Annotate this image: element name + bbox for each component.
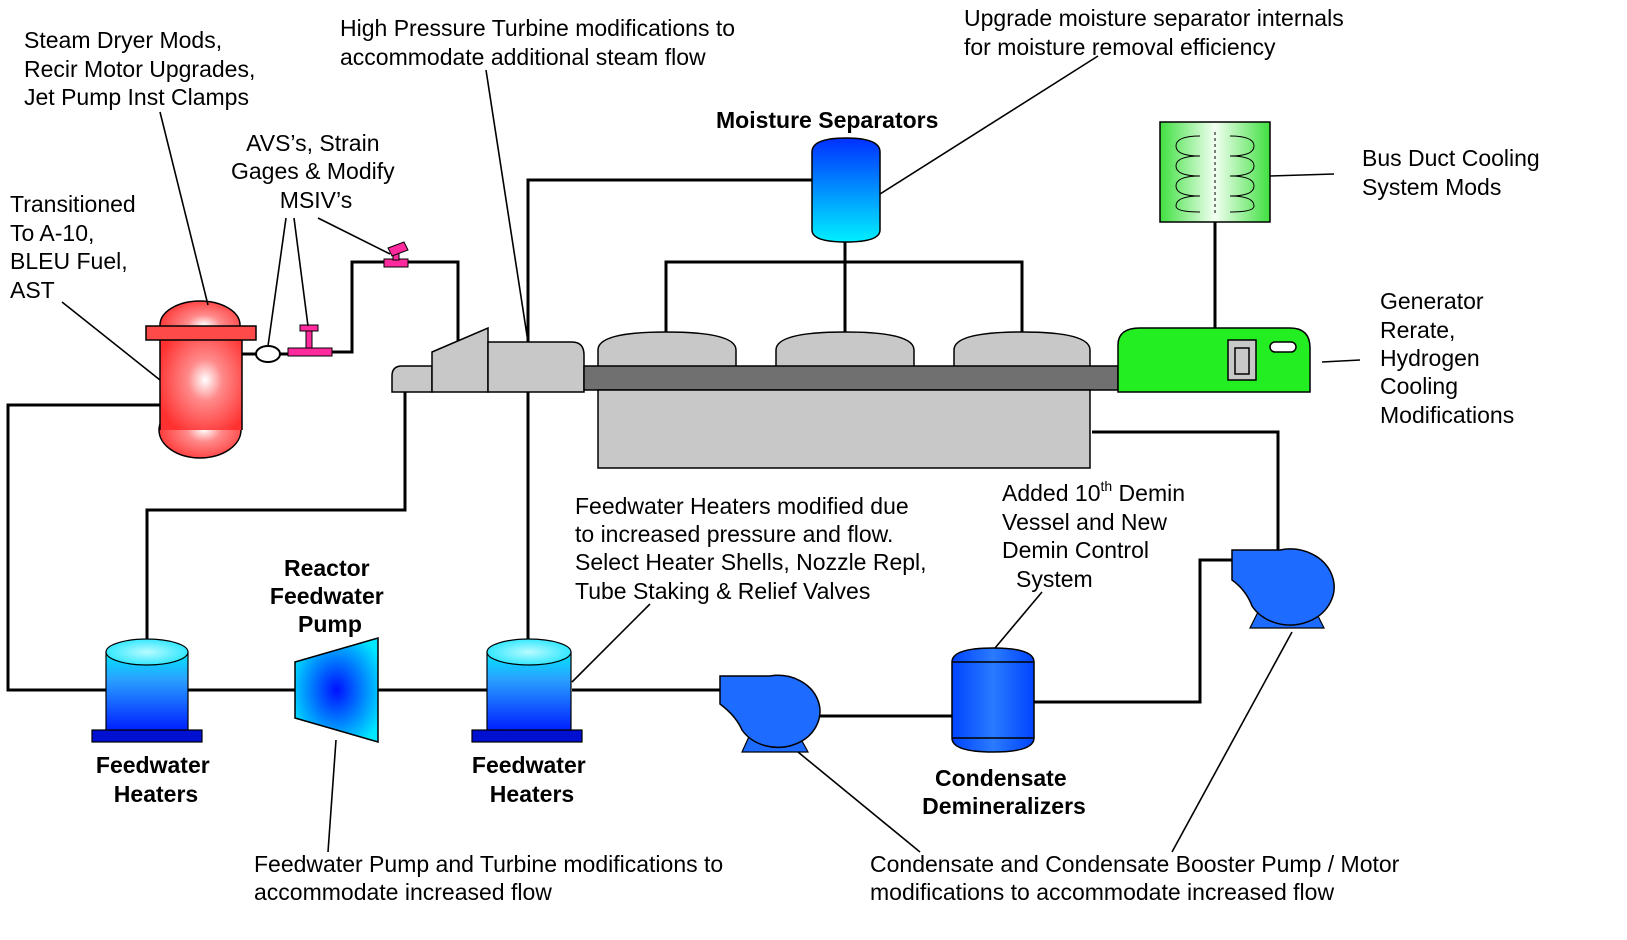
avs-ring-icon bbox=[255, 345, 281, 363]
generator-label: Generator Rerate, Hydrogen Cooling Modif… bbox=[1380, 288, 1514, 428]
hp-turbine-label: High Pressure Turbine modifications to a… bbox=[340, 15, 741, 70]
fw-heaters-note: Feedwater Heaters modified due to increa… bbox=[575, 493, 933, 604]
bus-duct-label: Bus Duct Cooling System Mods bbox=[1362, 145, 1546, 200]
turbine-shaft bbox=[583, 365, 1119, 391]
feedwater-heater-mid bbox=[471, 638, 583, 743]
condensate-demineralizer bbox=[951, 647, 1035, 753]
reactor-fw-pump-label: Reactor Feedwater Pump bbox=[270, 555, 390, 637]
reactor-vessel bbox=[145, 300, 257, 459]
fw-pump-note: Feedwater Pump and Turbine modifications… bbox=[254, 851, 730, 905]
condenser bbox=[597, 389, 1091, 469]
transitioned-label: Transitioned To A-10, BLEU Fuel, AST bbox=[10, 191, 142, 303]
fw-heaters-mid-label: Feedwater Heaters bbox=[472, 752, 592, 807]
msiv-valve-2-icon bbox=[383, 241, 409, 268]
fw-heaters-left-label: Feedwater Heaters bbox=[96, 752, 216, 807]
moisture-separator-vessel bbox=[811, 137, 881, 243]
steam-dryer-label: Steam Dryer Mods, Recir Motor Upgrades, … bbox=[24, 27, 262, 110]
condensate-pump-note: Condensate and Condensate Booster Pump /… bbox=[870, 851, 1406, 905]
feedwater-heater-left bbox=[91, 638, 203, 743]
generator bbox=[1117, 327, 1311, 393]
leader-lines bbox=[61, 55, 1361, 853]
condensate-pump bbox=[719, 674, 821, 753]
piping bbox=[6, 178, 1280, 718]
demin-note: Added 10th Demin Vessel and New Demin Co… bbox=[1002, 478, 1191, 592]
bus-duct-cooler bbox=[1159, 121, 1271, 223]
avs-label: AVS’s, Strain Gages & Modify MSIV’s bbox=[231, 130, 401, 213]
moisture-separator-note: Upgrade moisture separator internals for… bbox=[964, 5, 1350, 60]
moisture-separators-title: Moisture Separators bbox=[716, 107, 938, 133]
msiv-valve-icon bbox=[287, 324, 333, 357]
reactor-feedwater-pump bbox=[294, 637, 379, 743]
lp-turbines bbox=[597, 331, 1091, 368]
condensate-demin-label: Condensate Demineralizers bbox=[922, 765, 1086, 819]
hp-turbine bbox=[391, 326, 585, 393]
condensate-booster-pump bbox=[1231, 548, 1335, 629]
